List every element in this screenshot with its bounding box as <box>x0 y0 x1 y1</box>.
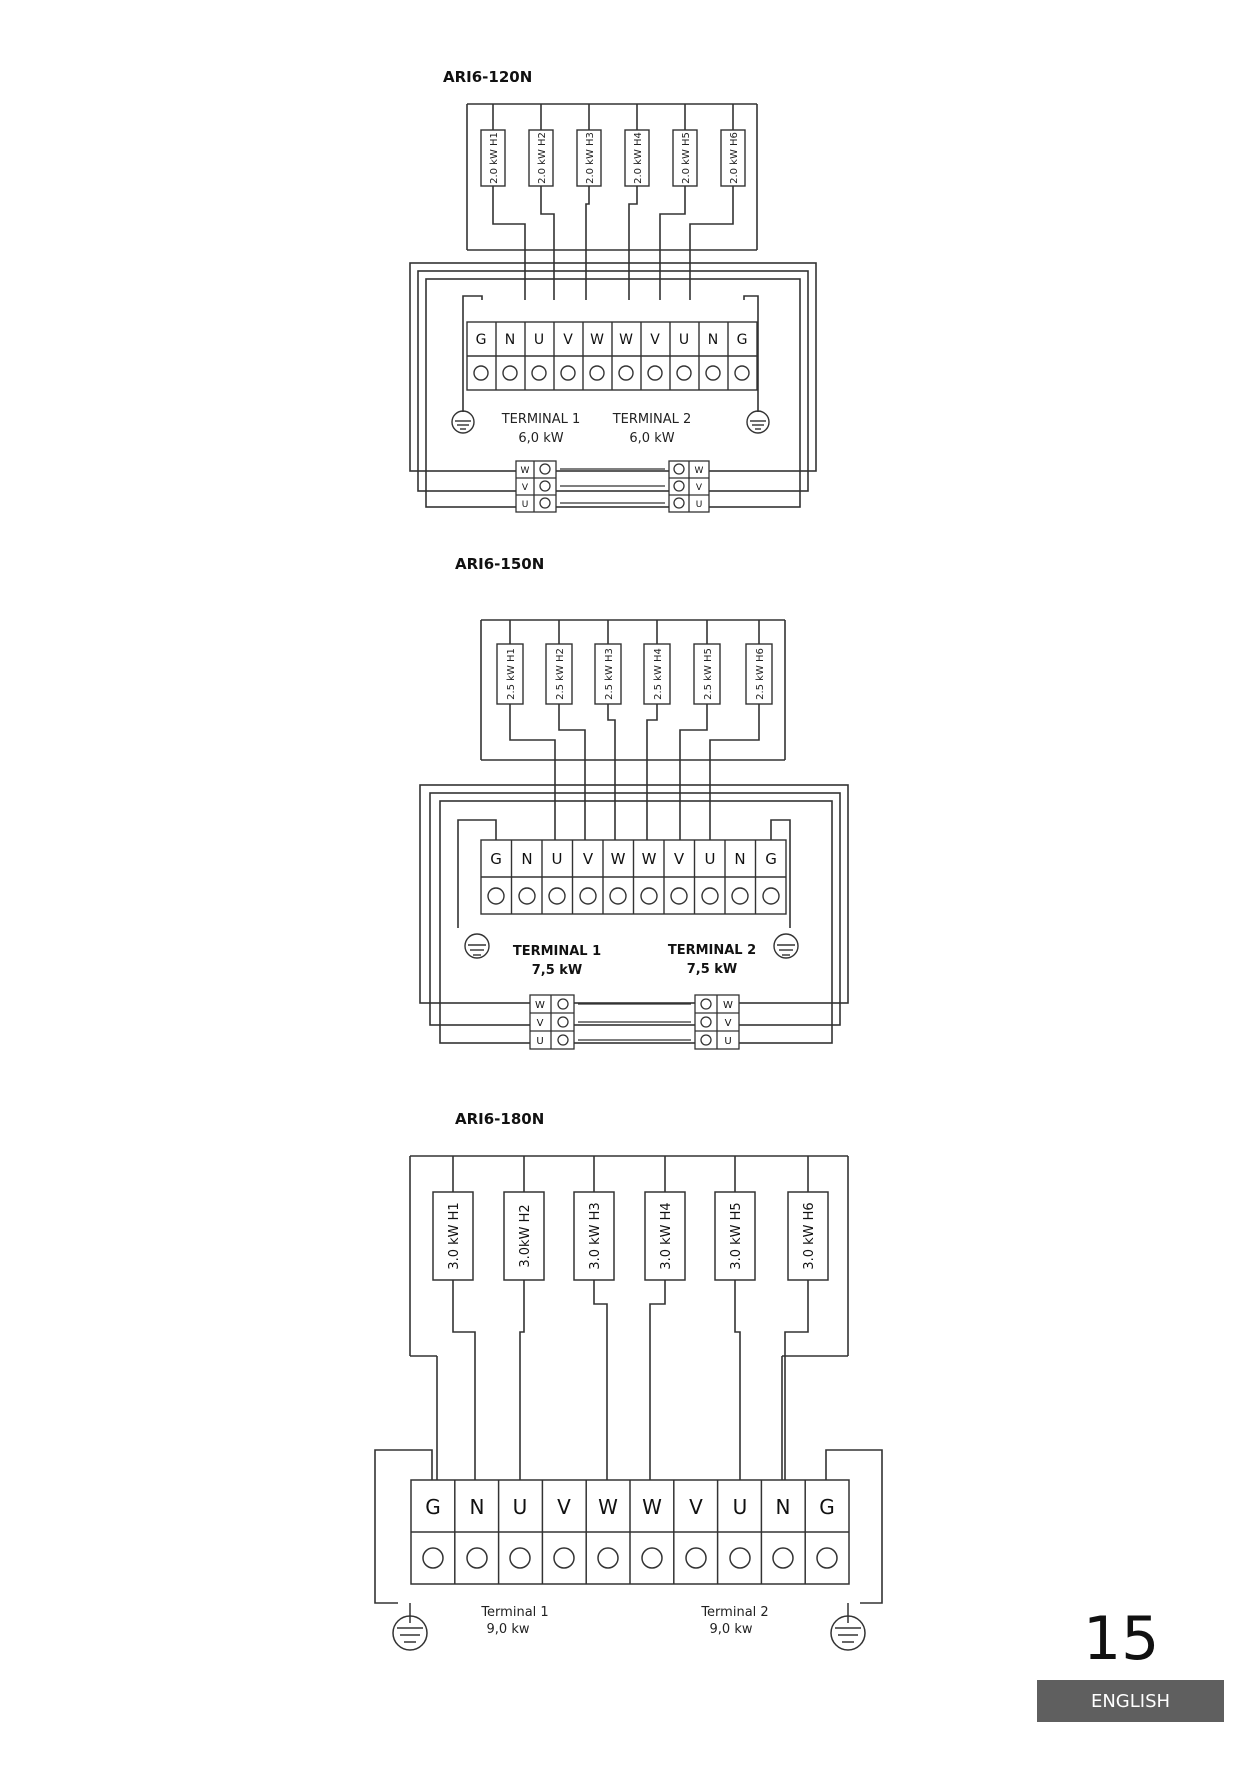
phase-v-right: V <box>696 483 703 493</box>
terminal-n-right: N <box>734 850 745 868</box>
terminal-2-power: 9,0 kw <box>710 1622 753 1637</box>
terminal-w-left: W <box>611 850 626 868</box>
terminal-2-label: TERMINAL 2 <box>668 943 756 958</box>
phase-v-right: V <box>725 1018 732 1029</box>
heater-5-label: 2.5 kW H5 <box>703 648 714 700</box>
heater-4-label: 2.0 kW H4 <box>633 132 644 184</box>
diagram-1-title: ARI6-120N <box>443 68 533 86</box>
terminal-u-left: U <box>513 1495 528 1519</box>
terminal-v-left: V <box>583 850 594 868</box>
heater-4-label: 2.5 kW H4 <box>653 648 664 700</box>
terminal-u-right: U <box>733 1495 748 1519</box>
terminal-u-left: U <box>534 332 544 348</box>
heater-2-label: 3.0kW H2 <box>518 1204 533 1267</box>
terminal-u-right: U <box>705 850 716 868</box>
terminal-1-power: 7,5 kW <box>532 963 583 978</box>
terminal-n-left: N <box>470 1495 485 1519</box>
terminal-2-power: 7,5 kW <box>687 962 738 977</box>
phase-w-right: W <box>723 1000 733 1011</box>
phase-v-left: V <box>537 1018 544 1029</box>
terminal-u-right: U <box>679 332 689 348</box>
terminal-n-right: N <box>776 1495 791 1519</box>
phase-u-left: U <box>536 1036 543 1047</box>
diagram-ari6-180n: 3.0 kW H1 3.0kW H2 3.0 kW H3 3.0 kW H4 3… <box>374 1155 883 1651</box>
terminal-w-right: W <box>642 850 657 868</box>
heater-3-label: 3.0 kW H3 <box>588 1202 603 1269</box>
language-badge: ENGLISH <box>1037 1680 1224 1722</box>
terminal-g-left: G <box>490 850 502 868</box>
terminal-w-right: W <box>619 332 633 348</box>
heater-3-label: 2.5 kW H3 <box>604 648 615 700</box>
heater-6-label: 3.0 kW H6 <box>802 1202 817 1269</box>
ground-icon <box>773 933 799 959</box>
phase-w-left: W <box>535 1000 545 1011</box>
ground-icon <box>451 410 475 434</box>
heater-1-label: 3.0 kW H1 <box>447 1202 462 1269</box>
terminal-g-right: G <box>737 332 748 348</box>
ground-icon <box>746 410 770 434</box>
terminal-2-label: TERMINAL 2 <box>612 412 692 427</box>
terminal-v-left: V <box>563 332 573 348</box>
terminal-v-right: V <box>689 1495 703 1519</box>
heater-5-label: 2.0 kW H5 <box>681 132 692 184</box>
terminal-w-left: W <box>590 332 604 348</box>
heater-1-label: 2.5 kW H1 <box>506 648 517 700</box>
terminal-v-right: V <box>674 850 685 868</box>
phase-u-right: U <box>696 500 703 510</box>
phase-w-left: W <box>521 466 530 476</box>
heater-6-label: 2.0 kW H6 <box>729 132 740 184</box>
terminal-2-label: Terminal 2 <box>700 1605 768 1620</box>
diagram-3-title: ARI6-180N <box>455 1110 545 1128</box>
terminal-n-left: N <box>521 850 532 868</box>
terminal-2-power: 6,0 kW <box>629 431 674 446</box>
terminal-1-power: 6,0 kW <box>518 431 563 446</box>
heater-3-label: 2.0 kW H3 <box>585 132 596 184</box>
terminal-v-left: V <box>557 1495 571 1519</box>
terminal-n-left: N <box>505 332 515 348</box>
phase-v-left: V <box>522 483 529 493</box>
diagram-ari6-150n: 2.5 kW H1 2.5 kW H2 2.5 kW H3 2.5 kW H4 … <box>419 619 849 1050</box>
heater-2-label: 2.0 kW H2 <box>537 132 548 184</box>
diagram-ari6-120n: 2.0 kW H1 2.0 kW H2 2.0 kW H3 2.0 kW H4 … <box>409 103 817 513</box>
ground-icon <box>830 1603 866 1651</box>
diagram-2-title: ARI6-150N <box>455 555 545 573</box>
heater-5-label: 3.0 kW H5 <box>729 1202 744 1269</box>
phase-u-right: U <box>724 1036 731 1047</box>
terminal-g-right: G <box>819 1495 835 1519</box>
terminal-v-right: V <box>650 332 660 348</box>
terminal-g-left: G <box>425 1495 441 1519</box>
phase-u-left: U <box>522 500 529 510</box>
ground-icon <box>464 933 490 959</box>
terminal-u-left: U <box>552 850 563 868</box>
heater-1-label: 2.0 kW H1 <box>489 132 500 184</box>
heater-2-label: 2.5 kW H2 <box>555 648 566 700</box>
terminal-n-right: N <box>708 332 718 348</box>
page-number: 15 <box>1083 1604 1160 1674</box>
terminal-1-label: TERMINAL 1 <box>501 412 581 427</box>
terminal-w-right: W <box>642 1495 662 1519</box>
terminal-g-left: G <box>476 332 487 348</box>
terminal-1-label: Terminal 1 <box>480 1605 548 1620</box>
terminal-w-left: W <box>598 1495 618 1519</box>
terminal-g-right: G <box>765 850 777 868</box>
heater-4-label: 3.0 kW H4 <box>659 1202 674 1269</box>
ground-icon <box>392 1603 428 1651</box>
heater-6-label: 2.5 kW H6 <box>755 648 766 700</box>
phase-w-right: W <box>695 466 704 476</box>
terminal-1-label: TERMINAL 1 <box>513 944 601 959</box>
terminal-1-power: 9,0 kw <box>487 1622 530 1637</box>
